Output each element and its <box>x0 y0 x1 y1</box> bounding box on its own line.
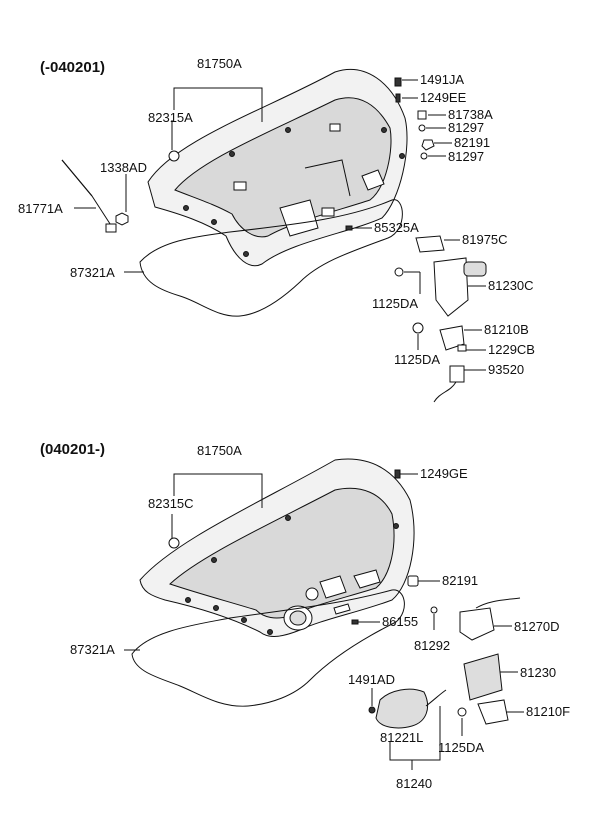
leader-lines-2 <box>124 473 524 770</box>
release-handle <box>368 688 447 729</box>
small-parts-2 <box>351 469 438 625</box>
label-81230: 81230 <box>520 665 556 680</box>
label-85325A: 85325A <box>374 220 419 235</box>
label-1125DA-upper: 1125DA <box>372 296 418 311</box>
section-2: (040201-) <box>40 441 570 791</box>
section-2-header: (040201-) <box>40 441 105 458</box>
label-81221L: 81221L <box>380 730 423 745</box>
label-81292: 81292 <box>414 638 450 653</box>
label-81750A: 81750A <box>197 56 242 71</box>
label-81240: 81240 <box>396 776 432 791</box>
label-1491JA: 1491JA <box>420 72 464 87</box>
label-81210F: 81210F <box>526 704 570 719</box>
label-82191: 82191 <box>442 573 478 588</box>
trunk-trim-panel-1 <box>147 68 408 267</box>
section-1-header: (-040201) <box>40 59 105 76</box>
label-1249GE: 1249GE <box>420 466 468 481</box>
fastener-82315A <box>168 150 180 162</box>
label-86155: 86155 <box>382 614 418 629</box>
label-82315C: 82315C <box>148 496 194 511</box>
label-1491AD: 1491AD <box>348 672 395 687</box>
weatherstrip-1 <box>139 199 403 317</box>
section-1: (-040201) <box>18 56 535 403</box>
leader-lines-1 <box>74 79 486 371</box>
small-parts-1 <box>345 77 435 231</box>
fastener-82315C <box>168 537 180 549</box>
label-81750A: 81750A <box>197 443 242 458</box>
nut-1338AD <box>115 212 129 226</box>
label-87321A: 87321A <box>70 642 115 657</box>
weatherstrip-2 <box>131 589 405 707</box>
label-1338AD: 1338AD <box>100 160 147 175</box>
label-81297-upper: 81297 <box>448 120 484 135</box>
label-87321A: 87321A <box>70 265 115 280</box>
label-81297-lower: 81297 <box>448 149 484 164</box>
label-81738A: 81738A <box>448 107 493 122</box>
trunk-trim-panel-2 <box>139 458 415 637</box>
gas-strut-1 <box>61 159 117 233</box>
label-82191: 82191 <box>454 135 490 150</box>
label-81230C: 81230C <box>488 278 534 293</box>
label-81771A: 81771A <box>18 201 63 216</box>
label-81210B: 81210B <box>484 322 529 337</box>
latch-assembly-1 <box>394 235 487 403</box>
latch-assembly-2 <box>457 597 521 725</box>
label-93520: 93520 <box>488 362 524 377</box>
label-81975C: 81975C <box>462 232 508 247</box>
label-81270D: 81270D <box>514 619 560 634</box>
label-1229CB: 1229CB <box>488 342 535 357</box>
label-1125DA: 1125DA <box>438 740 484 755</box>
label-82315A: 82315A <box>148 110 193 125</box>
label-1249EE: 1249EE <box>420 90 467 105</box>
label-1125DA-lower: 1125DA <box>394 352 440 367</box>
